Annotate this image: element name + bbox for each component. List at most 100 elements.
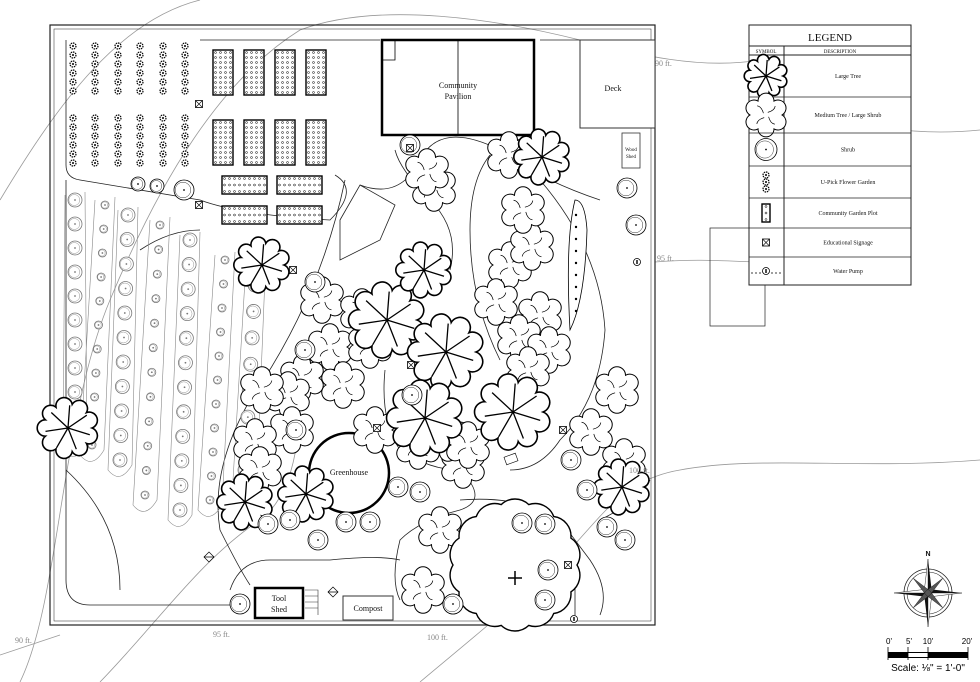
flower-garden-icon bbox=[136, 69, 144, 77]
shrub-icon bbox=[754, 138, 778, 161]
shrub-icon bbox=[113, 428, 129, 443]
wood-shed-label-1: Wood bbox=[625, 148, 637, 153]
shrub-icon bbox=[294, 339, 316, 361]
medium-tree-icon bbox=[510, 223, 554, 271]
flower-garden-icon bbox=[91, 123, 99, 131]
shrub-icon bbox=[141, 466, 151, 475]
greenhouse-label: Greenhouse bbox=[330, 468, 369, 477]
pavilion-label-2: Pavilion bbox=[445, 92, 472, 101]
signage-icon bbox=[564, 561, 572, 569]
large-tree-icon bbox=[743, 53, 788, 99]
contour-label: 95 ft. bbox=[657, 254, 674, 263]
signage-icon bbox=[195, 201, 203, 209]
large-tree-icon bbox=[277, 465, 334, 523]
medium-tree-icon bbox=[418, 506, 462, 554]
shrub-icon bbox=[534, 589, 556, 611]
signage-icon bbox=[289, 266, 297, 274]
shrub-icon bbox=[173, 179, 195, 201]
shrub-icon bbox=[210, 423, 219, 433]
shrub-icon bbox=[211, 399, 221, 409]
flower-garden-icon bbox=[159, 141, 167, 149]
flower-garden-icon bbox=[69, 69, 77, 77]
flower-garden-icon bbox=[91, 78, 99, 86]
medium-tree-icon bbox=[474, 278, 518, 326]
garden-plot-icon bbox=[243, 49, 265, 96]
shrub-icon bbox=[178, 355, 193, 371]
scale-bar: 0' 5' 10' 20' Scale: ⅛" = 1'-0" bbox=[886, 637, 973, 674]
flower-garden-icon bbox=[181, 150, 189, 158]
shrub-icon bbox=[115, 354, 131, 370]
flower-garden-icon bbox=[114, 159, 122, 167]
wood-shed: Wood Shed bbox=[621, 132, 641, 169]
large-tree-icon bbox=[36, 396, 99, 460]
large-tree-icon bbox=[406, 313, 484, 391]
garden-plot-icon bbox=[305, 49, 327, 96]
signage-icon bbox=[327, 586, 339, 598]
legend-row: Shrub bbox=[749, 132, 911, 161]
water-pump-icon bbox=[633, 258, 641, 266]
flower-garden-icon bbox=[69, 123, 77, 131]
shrub-icon bbox=[359, 511, 381, 533]
shrub-icon bbox=[304, 271, 326, 293]
shrub-icon bbox=[67, 288, 83, 304]
garden-plot-icon bbox=[761, 203, 771, 223]
shrub-icon bbox=[152, 269, 162, 279]
signage-icon bbox=[559, 426, 567, 434]
deck: Deck bbox=[579, 39, 656, 129]
signage-icon bbox=[373, 424, 381, 432]
shrub-icon bbox=[214, 351, 224, 361]
shrub-icon bbox=[140, 490, 150, 500]
tool-shed-label-1: Tool bbox=[272, 594, 287, 603]
shrub-icon bbox=[119, 256, 134, 272]
large-tree-icon bbox=[473, 373, 551, 451]
wood-shed-label-2: Shed bbox=[626, 155, 637, 160]
scale-text: Scale: ⅛" = 1'-0" bbox=[891, 663, 965, 674]
shrub-icon bbox=[220, 255, 230, 265]
flower-garden-icon bbox=[69, 78, 77, 86]
shrub-icon bbox=[596, 516, 618, 538]
large-tree-icon bbox=[233, 236, 290, 294]
legend-label: Community Garden Plot bbox=[819, 211, 878, 217]
signage-icon bbox=[195, 100, 203, 108]
shrub-icon bbox=[173, 478, 189, 493]
legend-title: LEGEND bbox=[808, 32, 852, 44]
flower-garden-icon bbox=[91, 51, 99, 59]
shrub-icon bbox=[179, 306, 195, 322]
medium-tree-icon bbox=[745, 92, 787, 138]
flower-garden-icon bbox=[114, 78, 122, 86]
shrub-icon bbox=[175, 428, 191, 444]
shrub-icon bbox=[99, 224, 109, 234]
flower-garden-icon bbox=[136, 159, 144, 167]
flower-garden-icon bbox=[181, 42, 189, 50]
flower-garden-icon bbox=[159, 132, 167, 140]
flower-garden-icon bbox=[114, 150, 122, 158]
flower-garden-icon bbox=[181, 51, 189, 59]
signage-icon bbox=[762, 238, 770, 247]
compost: Compost bbox=[342, 595, 394, 621]
large-tree-icon bbox=[395, 241, 452, 299]
flower-garden-icon bbox=[114, 60, 122, 68]
garden-plot-icon bbox=[305, 119, 327, 166]
flower-garden-icon bbox=[69, 42, 77, 50]
contour-labels: 90 ft. 95 ft. 100 ft. 90 ft. 95 ft. 100 … bbox=[15, 59, 674, 645]
flower-garden-icon bbox=[114, 87, 122, 95]
flower-garden-icon bbox=[114, 51, 122, 59]
flower-garden-icon bbox=[181, 114, 189, 122]
shrub-icon bbox=[257, 513, 279, 535]
shrub-icon bbox=[560, 449, 582, 471]
flower-garden-icon bbox=[159, 69, 167, 77]
flower-garden-icon bbox=[69, 60, 77, 68]
legend-label: Large Tree bbox=[835, 74, 861, 80]
garden-plot-icon bbox=[276, 175, 323, 195]
large-tree-icon bbox=[743, 53, 788, 99]
contour-label: 95 ft. bbox=[213, 630, 230, 639]
large-tree-icon bbox=[216, 473, 273, 531]
contour-label: 100 ft. bbox=[427, 633, 448, 642]
scale-tick: 10' bbox=[923, 637, 934, 646]
medium-tree-icon bbox=[405, 148, 449, 196]
shrub-icon bbox=[154, 245, 164, 254]
flower-garden-icon bbox=[159, 114, 167, 122]
shrub-icon bbox=[442, 593, 464, 615]
shrub-icon bbox=[90, 392, 99, 402]
